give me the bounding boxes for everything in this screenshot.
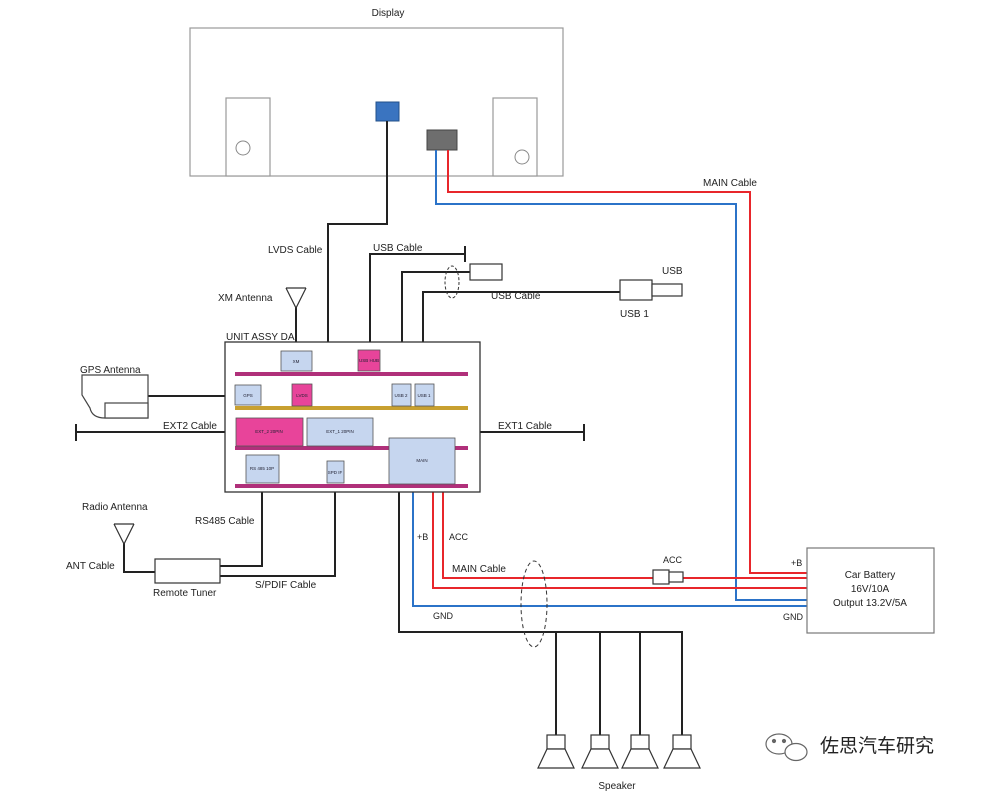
usb-port-icon [619, 279, 683, 301]
speaker-label: Speaker [598, 781, 636, 792]
usb-cable-2-label: USB Cable [491, 291, 541, 302]
main-cable-bundle-icon [520, 560, 548, 648]
xm-antenna-label: XM Antenna [218, 293, 273, 304]
speaker-icon [663, 734, 701, 769]
svg-text:EXT_1 20PIN: EXT_1 20PIN [326, 429, 354, 434]
module-usb2: USB 2 [391, 383, 412, 407]
battery-line2: 16V/10A [851, 584, 890, 595]
battery-line3: Output 13.2V/5A [833, 598, 907, 609]
svg-text:RS 485 10P: RS 485 10P [250, 466, 274, 471]
lvds-display-connector [375, 101, 400, 122]
speaker-icon [621, 734, 659, 769]
xm-antenna-icon [285, 287, 307, 310]
module-spdif: SPD IF [326, 460, 345, 484]
gps-antenna-label: GPS Antenna [80, 365, 141, 376]
plus-b-left-label: +B [417, 532, 428, 542]
acc-right-label: ACC [663, 555, 683, 565]
svg-text:XM: XM [293, 359, 300, 364]
module-gps: GPS [234, 384, 262, 406]
usb-cable-bundle-icon [444, 265, 460, 299]
lvds-cable-label: LVDS Cable [268, 245, 323, 256]
plus-b-right-label: +B [791, 558, 802, 568]
main-cable-top-label: MAIN Cable [703, 178, 757, 189]
acc-connector-icon [652, 569, 684, 585]
watermark-text: 佐思汽车研究 [820, 735, 934, 757]
unit-assy-label: UNIT ASSY DA [226, 332, 295, 343]
power-wires [412, 150, 807, 607]
remote-tuner-label: Remote Tuner [153, 588, 217, 599]
gps-antenna-icon [81, 374, 149, 419]
battery-line1: Car Battery [845, 570, 896, 581]
display-label: Display [372, 8, 405, 19]
ext2-cable-label: EXT2 Cable [163, 421, 217, 432]
usb1-label: USB 1 [620, 309, 649, 320]
module-xm: XM [280, 350, 313, 372]
remote-tuner-box [154, 558, 221, 584]
speaker-icon [581, 734, 619, 769]
usb-cable-top-label: USB Cable [373, 243, 423, 254]
module-lvds: LVDS [291, 383, 313, 407]
svg-text:USB 2: USB 2 [394, 393, 408, 398]
usb-plug-icon [469, 263, 503, 281]
svg-text:SPD IF: SPD IF [328, 470, 343, 475]
module-rs485: RS 485 10P [245, 454, 280, 484]
usb-label: USB [662, 266, 683, 277]
svg-text:LVDS: LVDS [296, 393, 307, 398]
svg-text:GPS: GPS [243, 393, 253, 398]
rs485-cable-label: RS485 Cable [195, 516, 255, 527]
speaker-icon [537, 734, 575, 769]
module-ext1: EXT_1 20PIN [306, 417, 374, 447]
svg-text:MAIN: MAIN [416, 458, 427, 463]
module-ext2: EXT_2 20PIN [235, 417, 304, 447]
display-unit [189, 27, 564, 177]
main-cable-bottom-label: MAIN Cable [452, 564, 506, 575]
svg-text:USB HUB: USB HUB [359, 358, 379, 363]
module-usb1: USB 1 [414, 383, 435, 407]
car-battery-box [806, 547, 935, 634]
svg-text:USB 1: USB 1 [417, 393, 431, 398]
gnd-right-label: GND [783, 612, 804, 622]
gnd-left-label: GND [433, 611, 454, 621]
main-display-connector [426, 129, 458, 151]
wechat-logo-icon [765, 733, 808, 762]
acc-left-label: ACC [449, 532, 469, 542]
module-usb-hub: USB HUB [357, 349, 381, 372]
module-main: MAIN [388, 437, 456, 485]
svg-text:EXT_2 20PIN: EXT_2 20PIN [255, 429, 283, 434]
ant-cable-label: ANT Cable [66, 561, 115, 572]
spdif-cable-label: S/PDIF Cable [255, 580, 317, 591]
radio-antenna-label: Radio Antenna [82, 502, 148, 513]
ext1-cable-label: EXT1 Cable [498, 421, 552, 432]
radio-antenna-icon [113, 523, 135, 546]
